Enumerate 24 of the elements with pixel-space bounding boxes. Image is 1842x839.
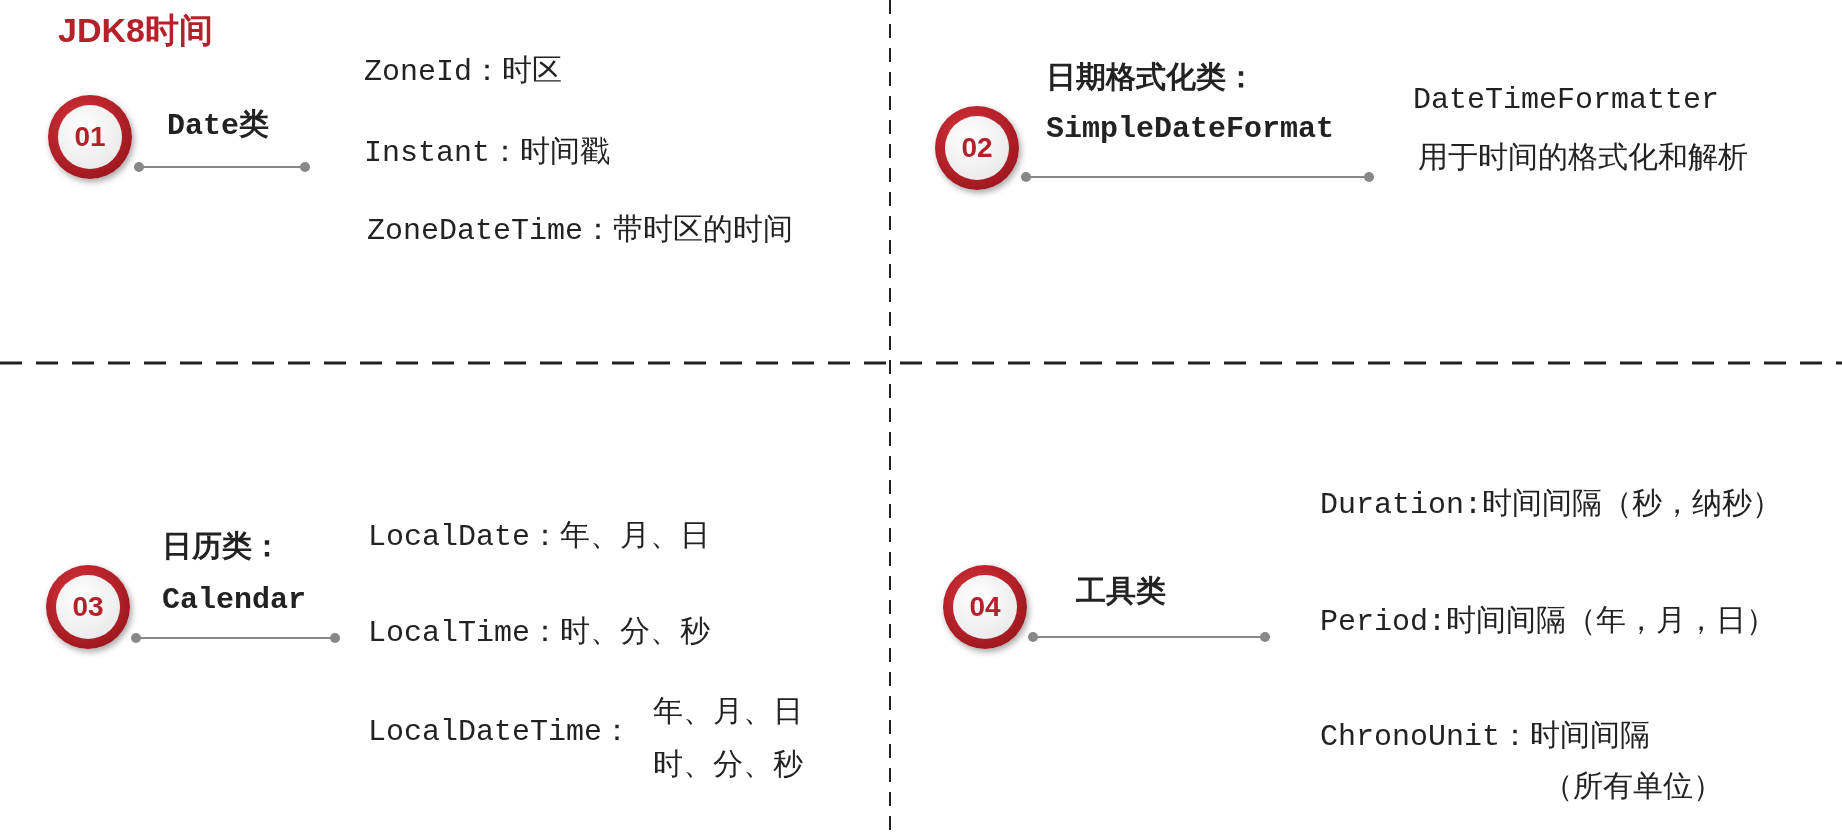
- class-description: LocalDateTime：: [368, 714, 633, 751]
- class-description: LocalTime：时、分、秒: [368, 615, 711, 652]
- category-heading: Date类: [167, 107, 269, 145]
- class-description: ChronoUnit：时间间隔: [1320, 719, 1651, 756]
- number-badge: 02: [935, 106, 1019, 190]
- class-description: 用于时间的格式化和解析: [1418, 141, 1748, 178]
- class-description: （所有单位）: [1543, 770, 1723, 807]
- category-heading: SimpleDateFormat: [1046, 111, 1335, 148]
- category-heading: Calendar: [162, 582, 307, 619]
- class-description: Instant：时间戳: [364, 135, 611, 172]
- class-description: Period:时间间隔（年，月，日）: [1320, 604, 1777, 641]
- class-description: ZoneId：时区: [364, 54, 563, 91]
- number-badge: 03: [46, 565, 130, 649]
- class-description: LocalDate：年、月、日: [368, 519, 711, 556]
- class-description: ZoneDateTime：带时区的时间: [367, 213, 794, 250]
- class-description: 年、月、日时、分、秒: [653, 695, 803, 785]
- number-badge: 01: [48, 95, 132, 179]
- class-description: Duration:时间间隔（秒，纳秒）: [1320, 487, 1783, 524]
- category-heading: 日期格式化类：: [1046, 60, 1256, 98]
- class-description: DateTimeFormatter: [1413, 82, 1720, 119]
- category-heading: 日历类：: [162, 529, 282, 567]
- title: JDK8时间: [58, 10, 213, 50]
- number-badge: 04: [943, 565, 1027, 649]
- category-heading: 工具类: [1076, 574, 1166, 612]
